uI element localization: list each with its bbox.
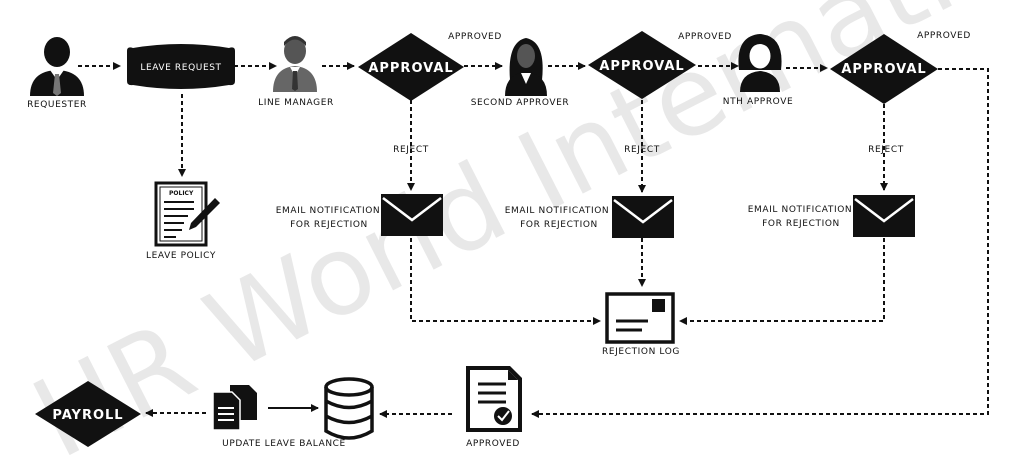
nth-approve-person-icon (738, 34, 782, 92)
update-leave-balance-label: UPDATE LEAVE BALANCE (222, 439, 346, 449)
connectors (78, 62, 989, 418)
email-notification-label-2: EMAIL NOTIFICATION (505, 206, 609, 216)
nth-approve-node: NTH APPROVE (723, 34, 794, 107)
payroll-diamond (35, 381, 141, 447)
leave-request-box (127, 44, 235, 89)
email-envelope-icon-3 (853, 195, 915, 237)
approved-node: APPROVED (466, 366, 522, 449)
approval-diamond-2 (588, 31, 696, 99)
arrow-approval-3-to-approved (531, 68, 989, 418)
email-notification-label-3: EMAIL NOTIFICATION (748, 205, 852, 215)
update-leave-balance-node: UPDATE LEAVE BALANCE (212, 385, 346, 449)
leave-policy-label: LEAVE POLICY (146, 251, 216, 261)
nth-approve-label: NTH APPROVE (723, 97, 794, 107)
payroll-label: PAYROLL (52, 408, 123, 423)
email-notification-label-1: EMAIL NOTIFICATION (276, 206, 380, 216)
second-approver-node: SECOND APPROVER (471, 38, 570, 108)
approval-decision-2: APPROVAL APPROVED REJECT EMAIL NOTIFICAT… (505, 31, 732, 238)
approval-decision-3: APPROVAL APPROVED REJECT EMAIL NOTIFICAT… (748, 31, 971, 237)
reject-label-1: REJECT (393, 145, 429, 155)
approval-label-2: APPROVAL (599, 59, 684, 74)
line-manager-label: LINE MANAGER (258, 98, 334, 108)
line-manager-node: LINE MANAGER (258, 36, 334, 108)
requester-label: REQUESTER (27, 100, 87, 110)
reject-label-2: REJECT (624, 145, 660, 155)
approval-diamond-3 (830, 34, 938, 104)
approval-label-1: APPROVAL (368, 61, 453, 76)
approval-decision-1: APPROVAL APPROVED REJECT EMAIL NOTIFICAT… (276, 32, 502, 236)
for-rejection-label-2: FOR REJECTION (520, 220, 598, 230)
email-envelope-icon-1 (381, 194, 443, 236)
reject-label-3: REJECT (868, 145, 904, 155)
requester-person-icon (30, 37, 84, 96)
database-icon (324, 377, 374, 440)
requester-node: REQUESTER (27, 37, 87, 110)
approved-label: APPROVED (466, 439, 520, 449)
approval-label-3: APPROVAL (841, 62, 926, 77)
copy-documents-icon (212, 385, 257, 431)
line-manager-person-icon (273, 36, 317, 92)
arrow-email-3-to-log (679, 238, 885, 325)
for-rejection-label-3: FOR REJECTION (762, 219, 840, 229)
leave-request-node: LEAVE REQUEST (127, 44, 235, 89)
rejection-log-node: REJECTION LOG (602, 292, 680, 357)
for-rejection-label-1: FOR REJECTION (290, 220, 368, 230)
email-envelope-icon-2 (612, 196, 674, 238)
approved-document-icon (466, 366, 522, 432)
second-approver-person-icon (505, 38, 547, 96)
rejection-log-envelope-icon (605, 292, 675, 344)
approved-label-1: APPROVED (448, 32, 502, 42)
approved-label-3: APPROVED (917, 31, 971, 41)
second-approver-label: SECOND APPROVER (471, 98, 570, 108)
leave-request-label: LEAVE REQUEST (140, 63, 221, 73)
payroll-node: PAYROLL (35, 381, 141, 447)
approved-label-2: APPROVED (678, 32, 732, 42)
pen-icon (189, 198, 220, 230)
rejection-log-label: REJECTION LOG (602, 347, 680, 357)
approval-diamond-1 (358, 33, 464, 101)
leave-policy-node: POLICY LEAVE POLICY (146, 181, 220, 261)
policy-tag-label: POLICY (169, 190, 194, 197)
policy-document-icon: POLICY (154, 181, 208, 247)
